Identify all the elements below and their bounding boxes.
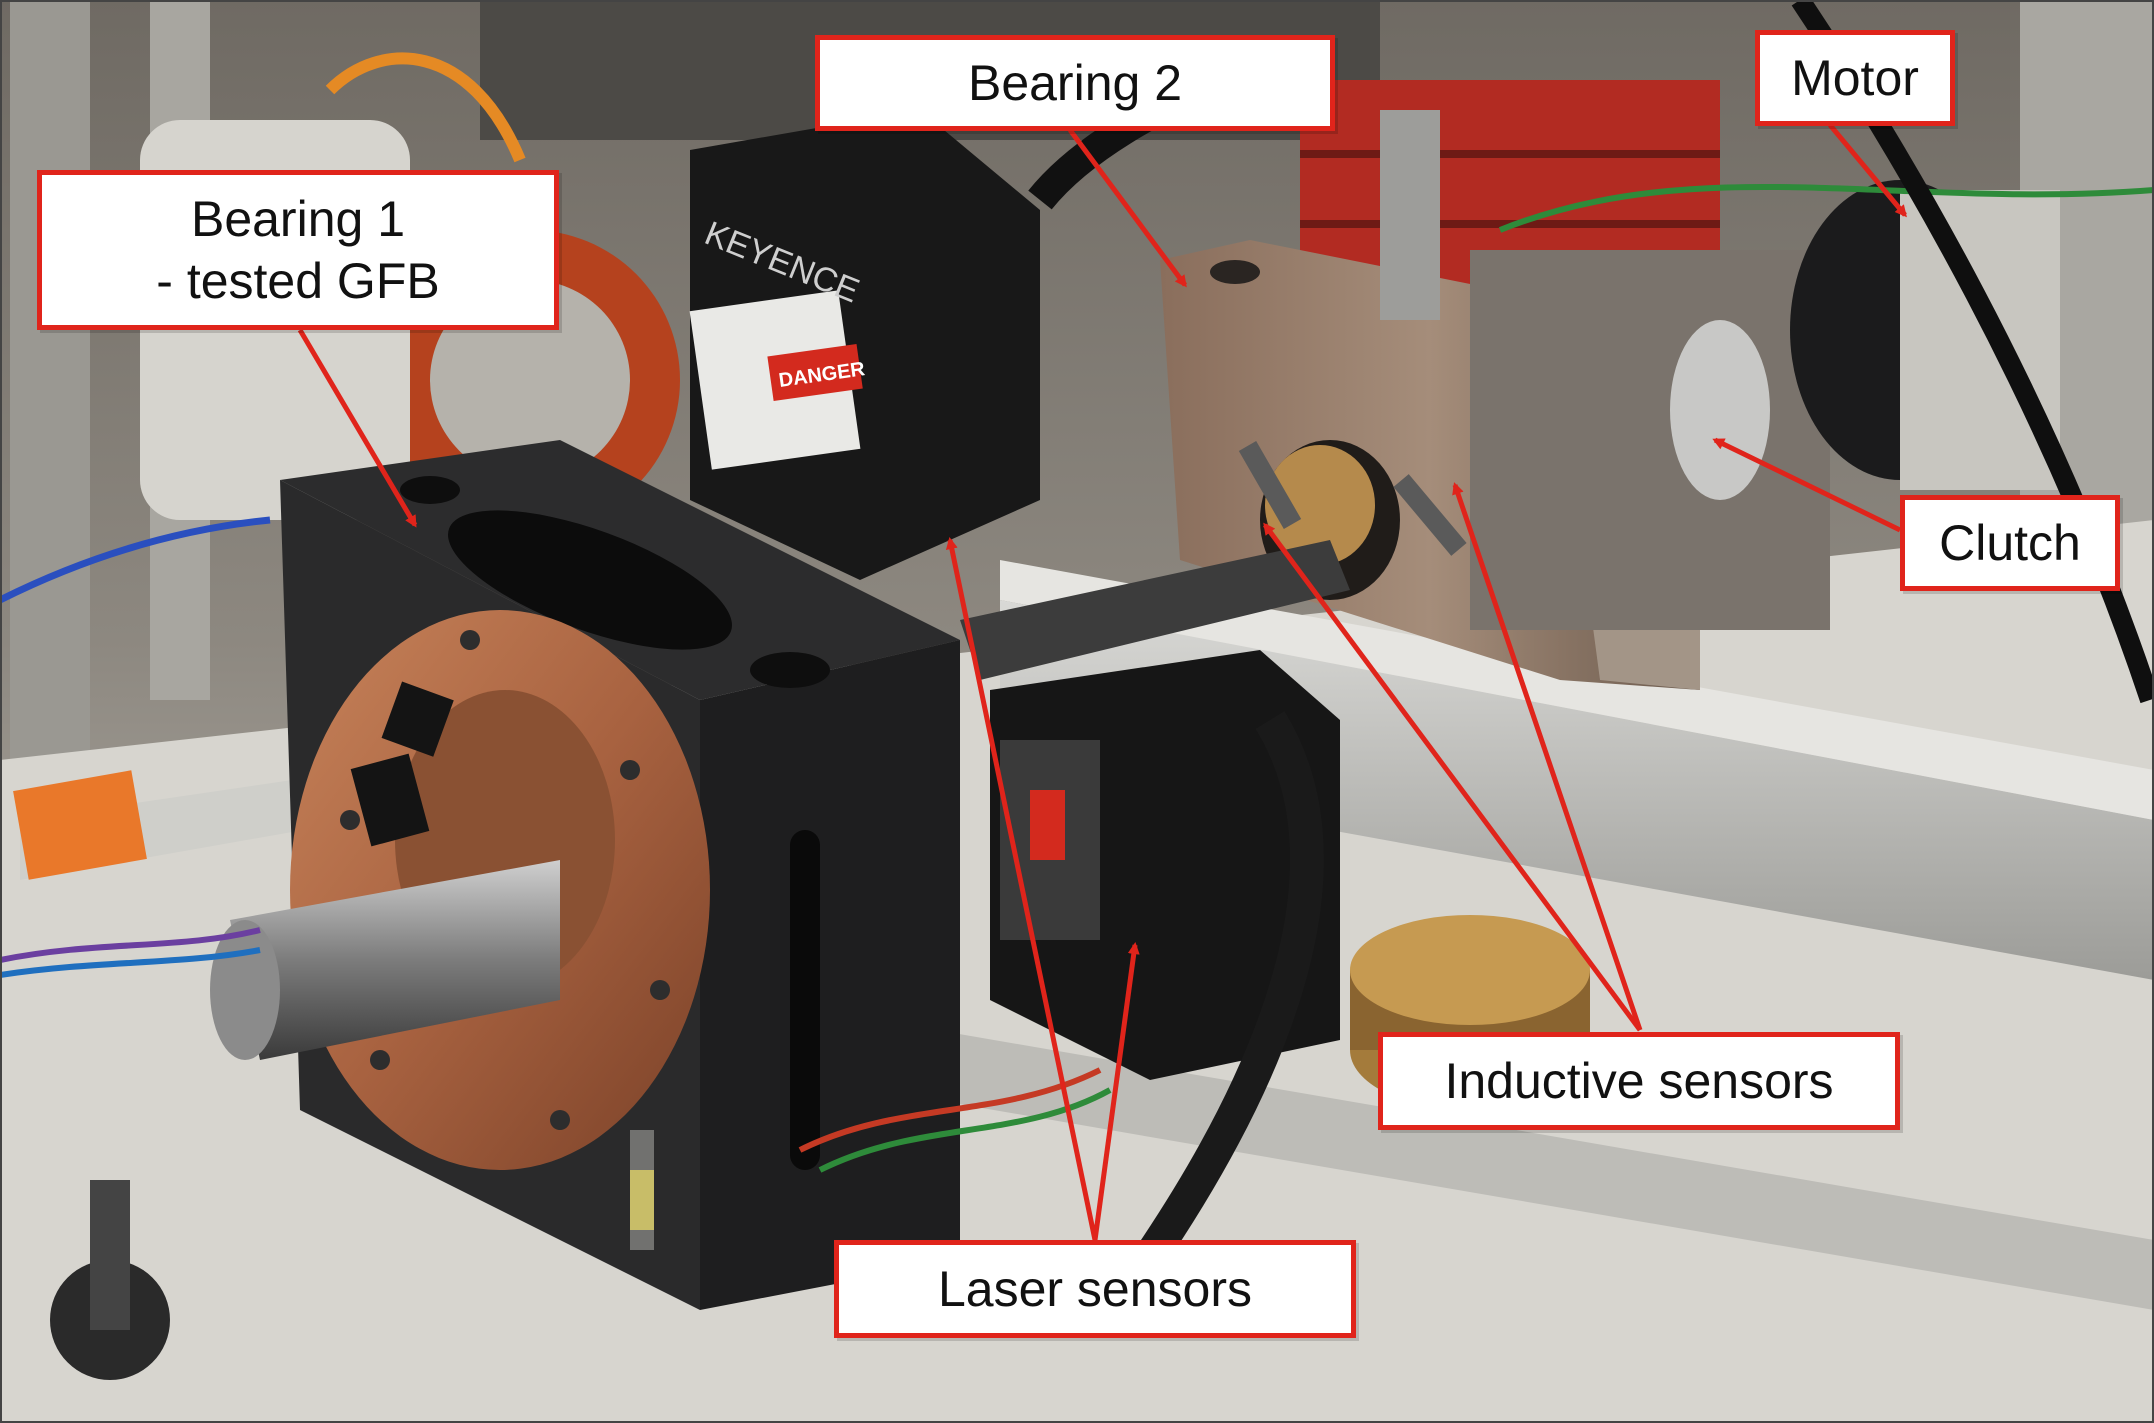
wire-bundle [798, 1067, 1102, 1153]
blue-cable [0, 516, 271, 604]
label-inductive-sensors: Inductive sensors [1378, 1032, 1900, 1130]
gray-disk [430, 280, 630, 480]
wire-bundle [818, 1087, 1112, 1173]
orange-note [13, 770, 147, 880]
laser-sensor-top [690, 110, 1040, 580]
housing-slot [790, 830, 820, 1170]
red-drawer-line [1300, 150, 1720, 158]
callout-arrows [297, 123, 1907, 1241]
label-bearing-2: Bearing 2 [815, 35, 1335, 131]
wire-bundle [0, 927, 261, 963]
arrow-bearing1 [297, 328, 418, 528]
clamp-post [90, 1180, 130, 1330]
shaft [230, 860, 560, 1060]
sensor-cable-bottom [1106, 711, 1324, 1310]
arrow-motor [1828, 123, 1907, 218]
bolt-hole [1210, 260, 1260, 284]
bearing2-ring [1265, 445, 1375, 565]
clutch-coupling [1670, 320, 1770, 500]
label-clutch: Clutch [1900, 495, 2120, 591]
inductive-probe [1393, 474, 1467, 556]
arrow-clutch [1712, 437, 1902, 533]
black-tape [350, 753, 430, 847]
load-cell [1380, 110, 1440, 320]
shaft-end [210, 920, 280, 1060]
motor-housing [1900, 190, 2060, 490]
bearing1-housing-front [700, 640, 960, 1310]
bolt-hole [400, 476, 460, 504]
probe-body [630, 1130, 654, 1250]
sensor-danger-label [767, 343, 863, 402]
inductive-probe [1238, 441, 1302, 529]
bolt-hole [750, 652, 830, 688]
arrow-laser-2 [1092, 942, 1140, 1241]
green-cable [1498, 183, 2154, 233]
orange-cable [325, 52, 526, 163]
sensor2-danger [1030, 790, 1065, 860]
label-bearing-1: Bearing 1 - tested GFB [37, 170, 559, 330]
arrow-inductive-1 [1262, 522, 1643, 1032]
label-laser-sensors: Laser sensors [834, 1240, 1356, 1338]
rail-main-top [1000, 560, 2154, 820]
wire-bundle [0, 947, 261, 978]
label-motor: Motor [1755, 30, 1955, 126]
clutch-block [1470, 250, 1830, 630]
arrow-inductive-2 [1452, 482, 1643, 1031]
rotor-shaft [960, 540, 1350, 680]
rail-lower [820, 1010, 2154, 1310]
flange-bolts [340, 630, 670, 1130]
frame-left [10, 0, 90, 760]
bearing1-slot [448, 510, 732, 650]
brass-weight-top [1350, 915, 1590, 1025]
black-tape [381, 681, 454, 757]
arrow-bearing2 [1067, 128, 1188, 288]
arrow-laser-1 [945, 537, 1098, 1241]
